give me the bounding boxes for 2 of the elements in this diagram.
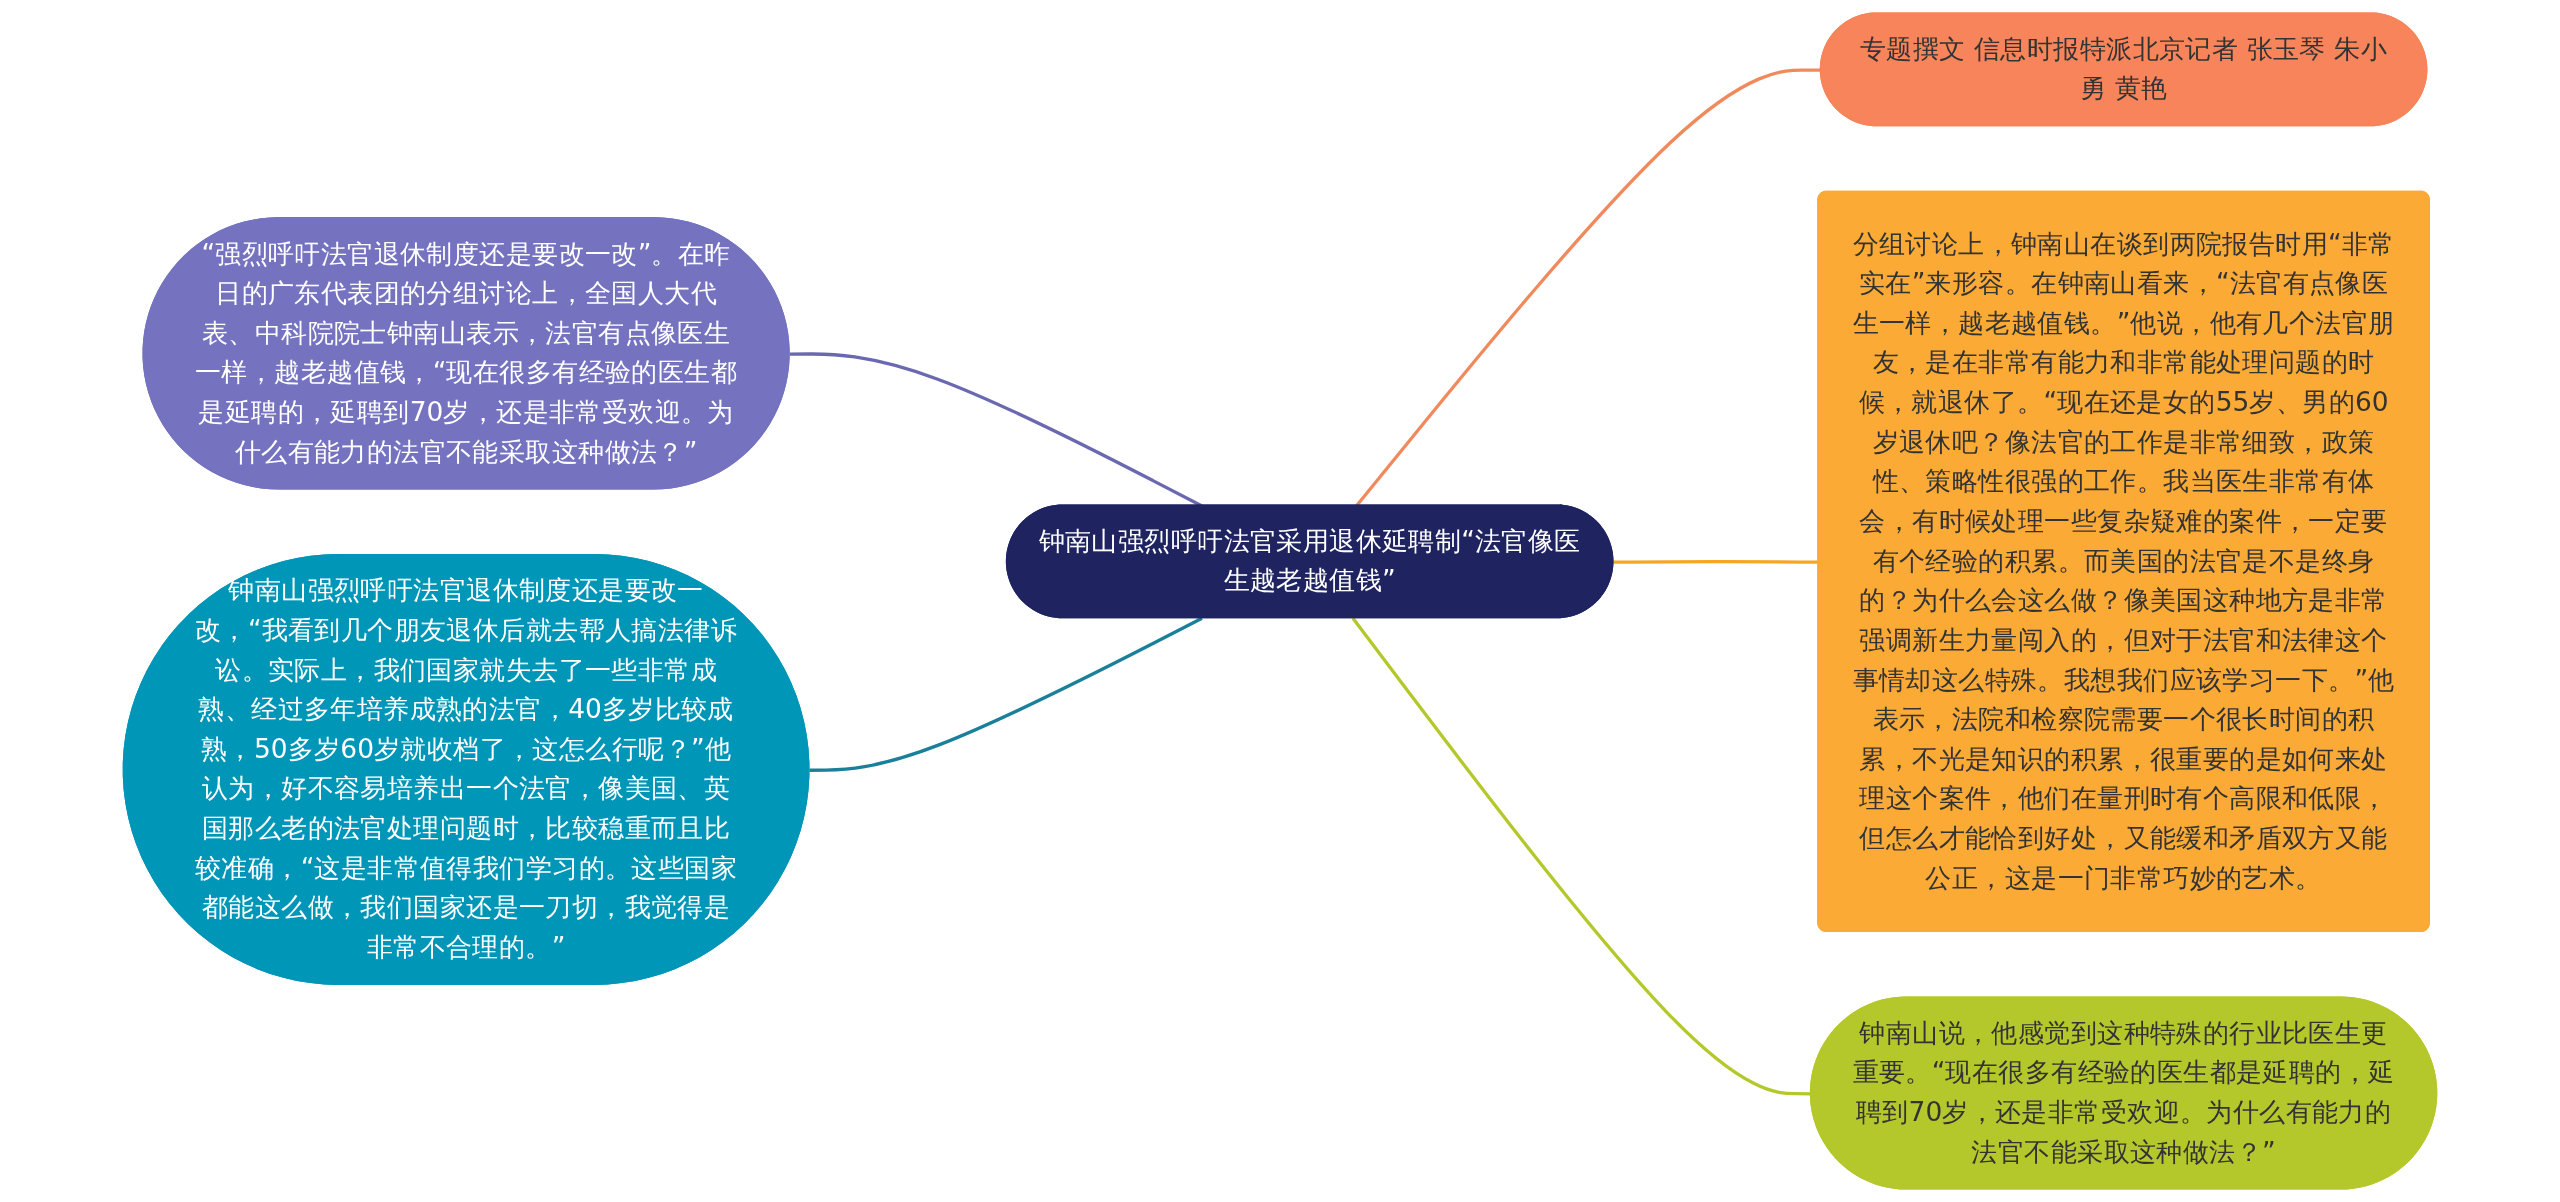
connector: [809, 616, 1203, 772]
connector: [1613, 560, 1819, 564]
